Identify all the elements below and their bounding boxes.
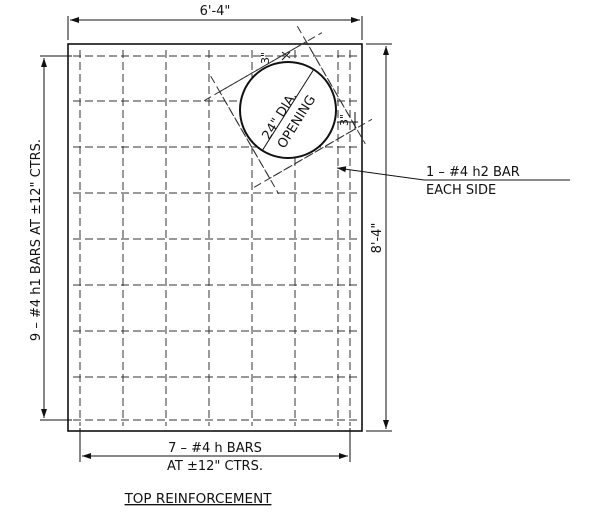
- callout-leader: [336, 166, 425, 181]
- callout-label-2: EACH SIDE: [426, 183, 496, 198]
- slab-outline: [67, 43, 363, 432]
- trim-bar-right: [296, 25, 366, 145]
- trim-bar-left: [210, 75, 280, 195]
- opening-detail: [203, 25, 373, 195]
- width-dimension: [67, 16, 363, 40]
- drawing-title: TOP REINFORCEMENT: [124, 491, 273, 507]
- bottom-bar-dimension: [79, 428, 351, 462]
- trim-bar-bottom: [253, 118, 373, 188]
- callout-label-1: 1 – #4 h2 BAR: [426, 165, 520, 180]
- opening-diameter-line: [261, 68, 315, 152]
- bottom-bar-label-2: AT ±12" CTRS.: [167, 459, 263, 474]
- gap-dimension-right: [337, 112, 358, 130]
- left-bar-label: 9 – #4 h1 BARS AT ±12" CTRS.: [29, 139, 44, 341]
- trim-bar-top: [203, 32, 323, 102]
- bottom-bar-label-1: 7 – #4 h BARS: [168, 441, 262, 456]
- width-label: 6'-4": [200, 4, 231, 19]
- gap-label-right: 3": [338, 114, 351, 126]
- gap-label-top: 3": [259, 52, 272, 64]
- height-label: 8'-4": [370, 223, 385, 254]
- height-dimension: [366, 43, 392, 432]
- left-bar-dimension: [40, 55, 72, 421]
- gap-dimension-top: [281, 51, 291, 61]
